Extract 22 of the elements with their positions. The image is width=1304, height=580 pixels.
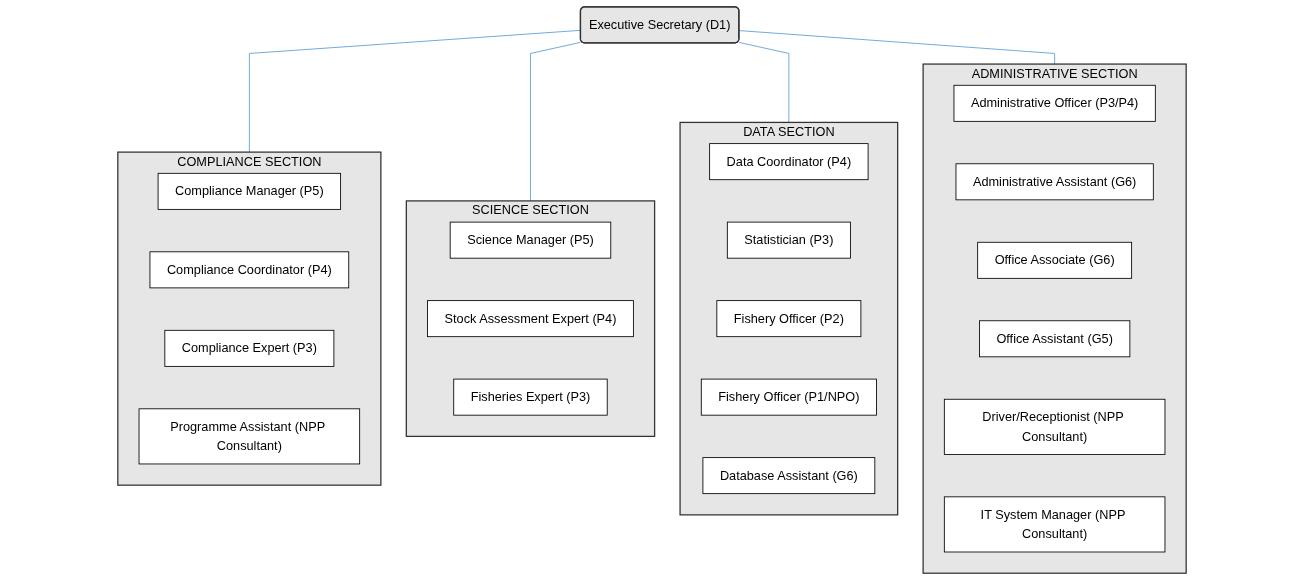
connector <box>738 30 1056 65</box>
node-box: Office Assistant (G5) <box>979 320 1131 358</box>
node-box: Stock Assessment Expert (P4) <box>427 300 634 338</box>
node-box: IT System Manager (NPP Consultant) <box>943 496 1166 553</box>
node-box: Compliance Expert (P3) <box>164 329 335 367</box>
node-box: Statistician (P3) <box>726 221 851 259</box>
connector <box>248 29 581 153</box>
node-box: Programme Assistant (NPP Consultant) <box>138 408 361 465</box>
node-box: Compliance Coordinator (P4) <box>149 251 350 289</box>
node-box: Fisheries Expert (P3) <box>453 378 608 416</box>
node-box: Fishery Officer (P1/NPO) <box>700 378 877 416</box>
node-box: Science Manager (P5) <box>449 221 612 259</box>
node-box: Fishery Officer (P2) <box>716 300 862 338</box>
node-box: Administrative Assistant (G6) <box>955 163 1154 201</box>
node-box: Office Associate (G6) <box>977 241 1133 279</box>
node-box: Administrative Officer (P3/P4) <box>953 84 1156 122</box>
connector <box>738 41 790 123</box>
node-box: Data Coordinator (P4) <box>709 143 869 181</box>
node-box: Compliance Manager (P5) <box>157 172 342 210</box>
connector <box>530 41 581 202</box>
node-box: Database Assistant (G6) <box>702 457 876 495</box>
node-box: Driver/Receptionist (NPP Consultant) <box>943 398 1166 455</box>
